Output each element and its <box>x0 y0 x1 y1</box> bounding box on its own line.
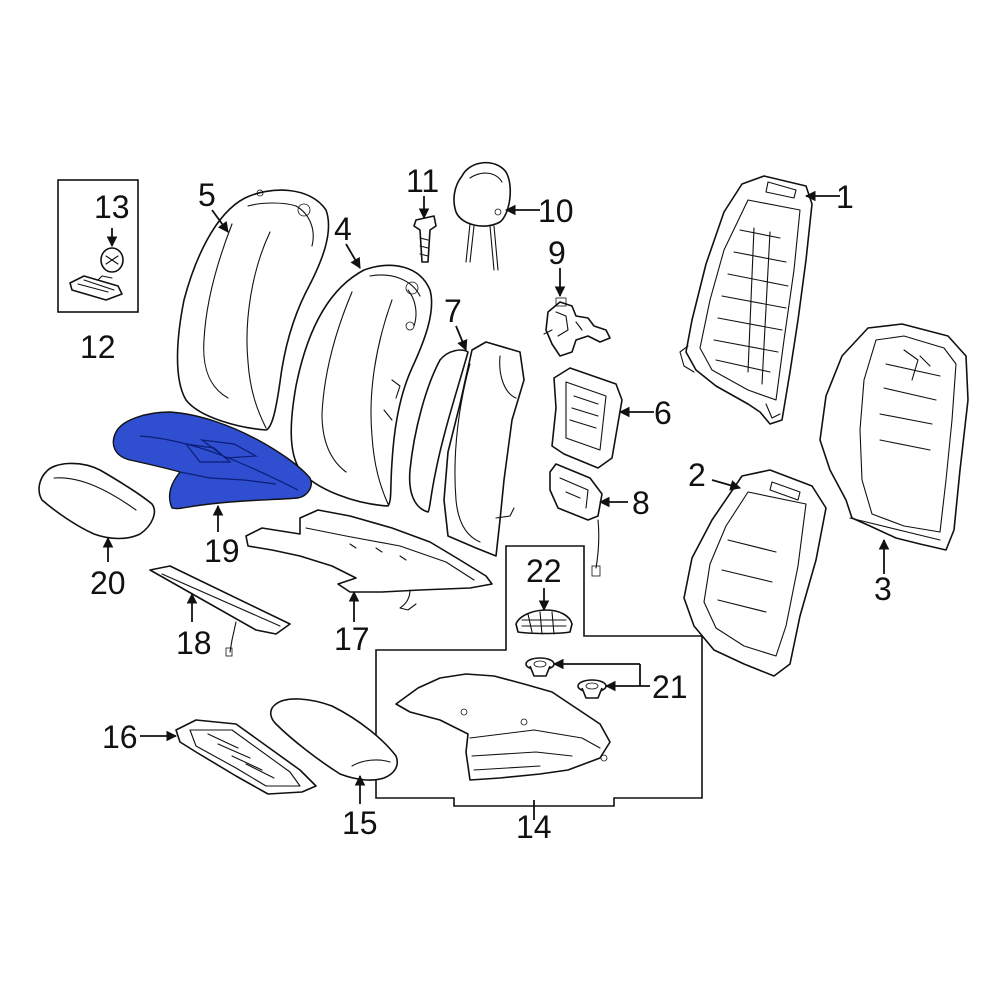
callout-9[interactable]: 9 <box>548 235 566 271</box>
part-21-grommet-b[interactable] <box>577 679 607 699</box>
part-19-seat-cushion[interactable] <box>112 411 312 510</box>
callout-4[interactable]: 4 <box>334 211 352 247</box>
part-19-fill <box>112 411 312 510</box>
callout-15[interactable]: 15 <box>342 805 378 841</box>
part-14-box <box>375 545 703 807</box>
part-14-group[interactable] <box>375 545 703 807</box>
callout-21[interactable]: 21 <box>652 669 688 705</box>
part-17-seat-mat[interactable] <box>245 509 493 611</box>
part-7-backrest-pad[interactable] <box>408 341 525 557</box>
callout-13[interactable]: 13 <box>94 189 130 225</box>
part-4-backrest-cover[interactable] <box>290 264 433 507</box>
callout-6[interactable]: 6 <box>654 395 672 431</box>
callout-10[interactable]: 10 <box>538 193 574 229</box>
leader-lines <box>102 190 890 820</box>
callout-17[interactable]: 17 <box>334 621 370 657</box>
part-12-box <box>57 179 139 313</box>
part-21-grommet-a[interactable] <box>525 657 555 677</box>
callout-8[interactable]: 8 <box>632 485 650 521</box>
part-14-seat-pan[interactable] <box>395 673 611 781</box>
callout-16[interactable]: 16 <box>102 719 138 755</box>
part-11-guide-clip[interactable] <box>413 215 437 263</box>
part-18-sensor-mat[interactable] <box>149 565 291 657</box>
part-5-backrest-cover[interactable] <box>176 189 330 431</box>
callout-11[interactable]: 11 <box>406 163 439 199</box>
callout-5[interactable]: 5 <box>198 177 216 213</box>
part-22-grille[interactable] <box>515 609 573 635</box>
callout-labels: 1 2 3 4 5 6 7 8 9 10 11 12 13 14 15 16 1… <box>80 163 892 845</box>
part-20-front-cushion[interactable] <box>38 462 156 540</box>
callout-20[interactable]: 20 <box>90 565 126 601</box>
part-16-tray[interactable] <box>175 719 317 795</box>
callout-12[interactable]: 12 <box>80 329 116 365</box>
part-12-bracket[interactable] <box>69 275 123 301</box>
part-3-backrest-shell[interactable] <box>819 323 969 551</box>
part-13-cap[interactable] <box>100 247 124 273</box>
callout-7[interactable]: 7 <box>444 293 462 329</box>
callout-1[interactable]: 1 <box>836 179 854 215</box>
part-10-headrest[interactable] <box>453 161 512 271</box>
part-12-group[interactable] <box>57 179 139 313</box>
part-15-side-cushion[interactable] <box>269 698 399 781</box>
part-6-lumbar-module[interactable] <box>551 367 623 469</box>
callout-14[interactable]: 14 <box>516 809 552 845</box>
part-9-actuator[interactable] <box>543 297 611 357</box>
callout-22[interactable]: 22 <box>526 553 562 589</box>
part-8-bracket[interactable] <box>549 463 603 577</box>
part-1-backrest-frame[interactable] <box>679 175 813 425</box>
callout-3[interactable]: 3 <box>874 571 892 607</box>
callout-18[interactable]: 18 <box>176 625 212 661</box>
callout-19[interactable]: 19 <box>204 533 240 569</box>
callout-2[interactable]: 2 <box>688 457 706 493</box>
part-2-rear-panel[interactable] <box>683 469 827 677</box>
